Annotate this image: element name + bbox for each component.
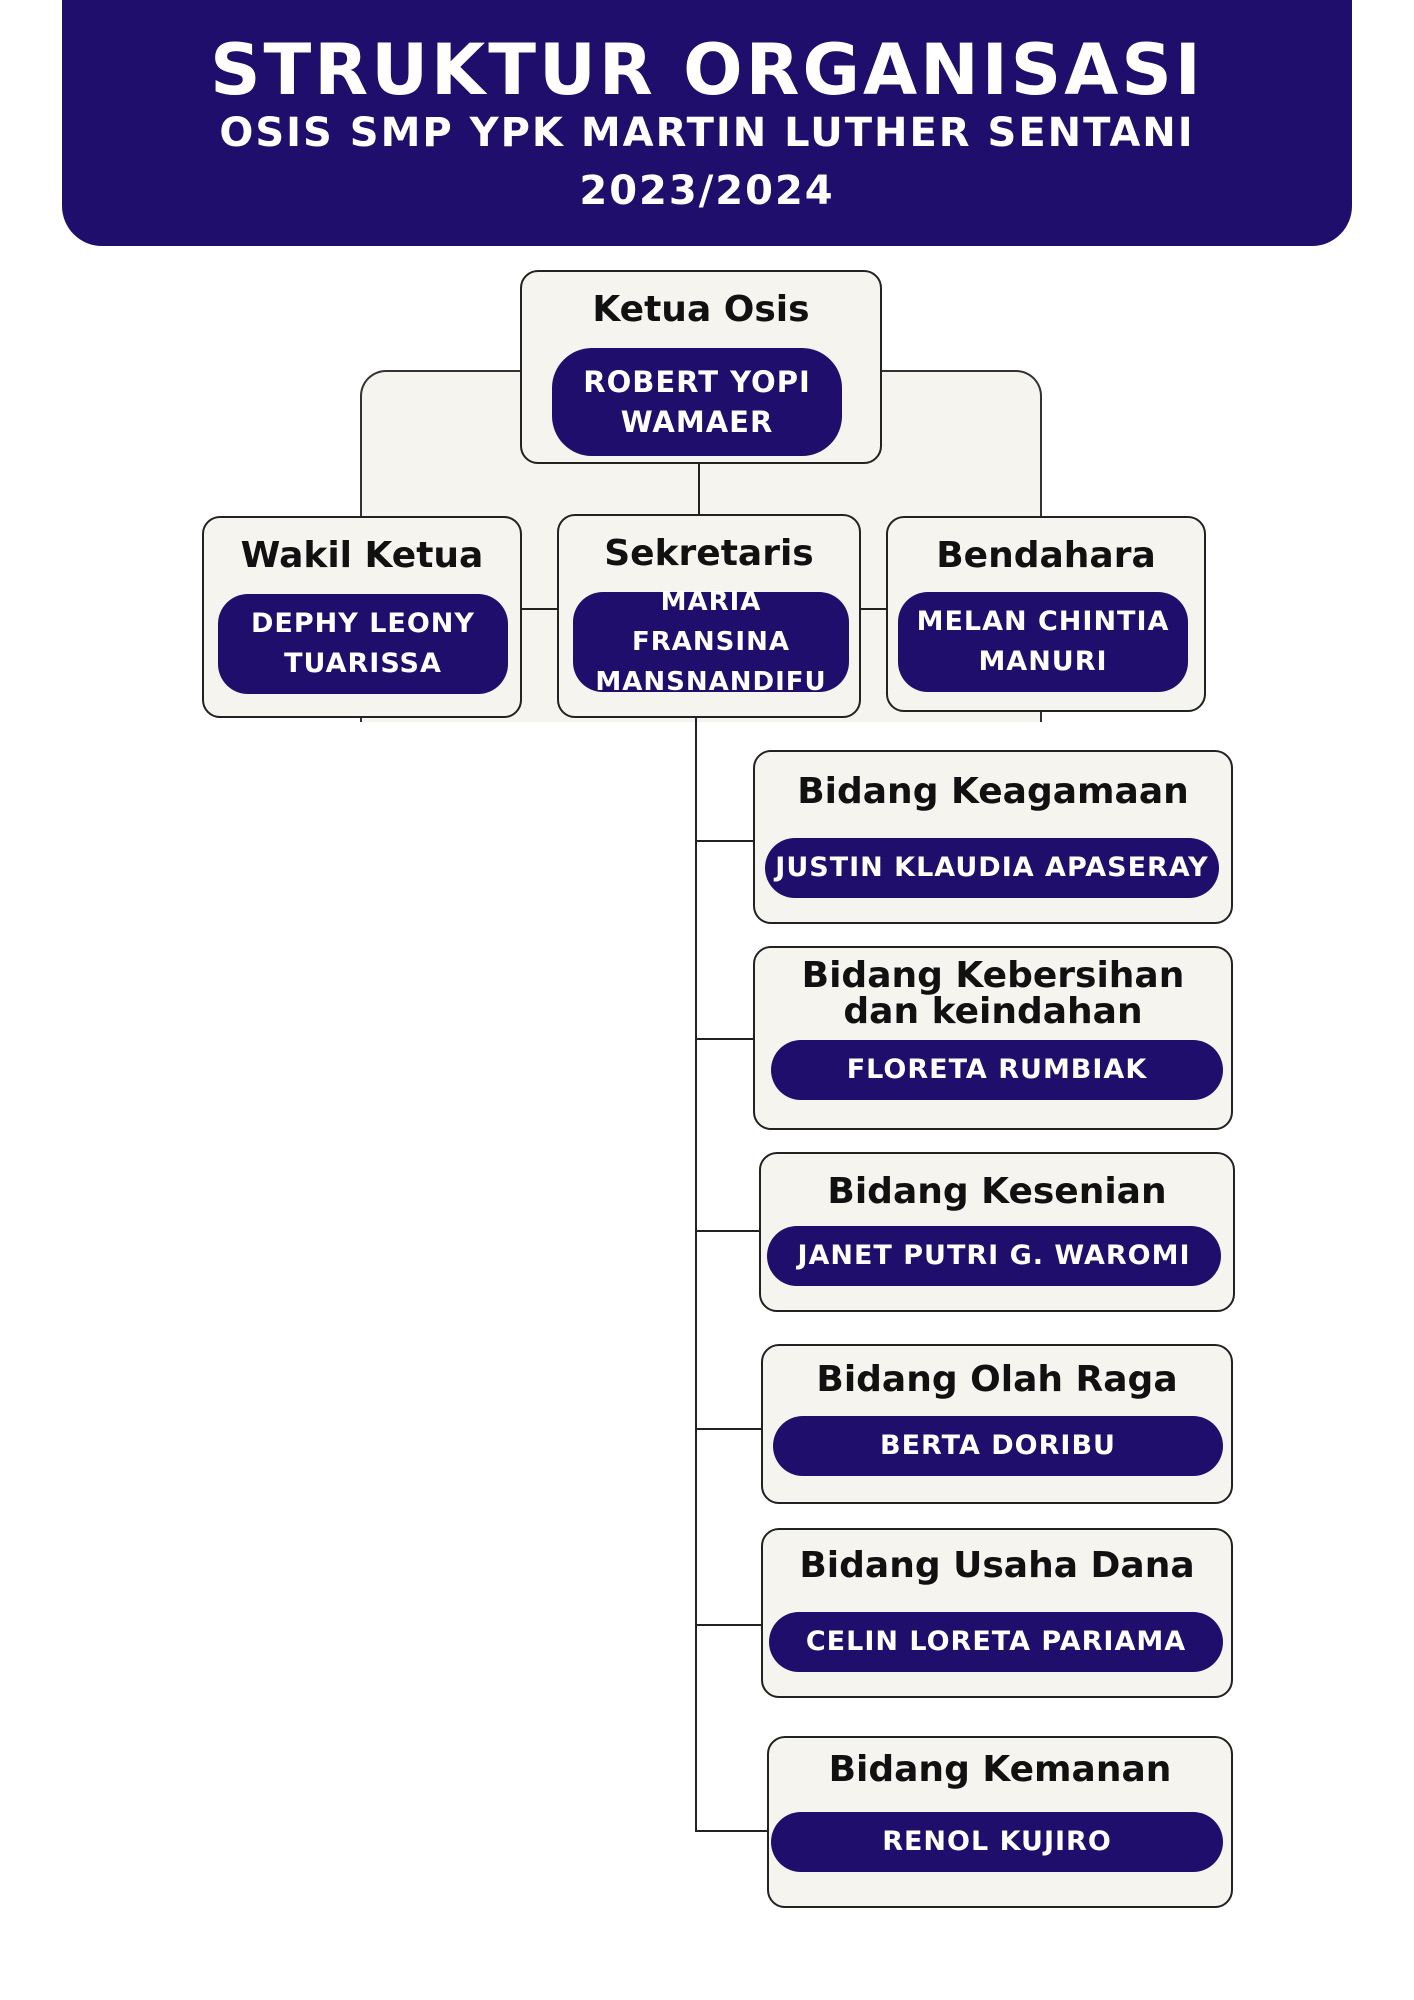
ketua-role: Ketua Osis (592, 289, 810, 330)
bidang-role: Bidang Olah Raga (816, 1359, 1178, 1400)
connector-bidang-5 (697, 1624, 761, 1626)
bidang-name: BERTA DORIBU (773, 1416, 1223, 1476)
header-banner: STRUKTUR ORGANISASI OSIS SMP YPK MARTIN … (62, 0, 1352, 246)
wakil-role: Wakil Ketua (240, 535, 484, 576)
bendahara-name: MELAN CHINTIA MANURI (898, 592, 1188, 692)
sekretaris-card: Sekretaris MARIA FRANSINA MANSNANDIFU (557, 514, 861, 718)
bidang-role: Bidang Usaha Dana (799, 1545, 1195, 1586)
bidang-card: Bidang Kebersihan dan keindahan FLORETA … (753, 946, 1233, 1130)
bidang-card: Bidang Kesenian JANET PUTRI G. WAROMI (759, 1152, 1235, 1312)
bidang-role: Bidang Kemanan (828, 1749, 1172, 1790)
ketua-name: ROBERT YOPI WAMAER (552, 348, 842, 456)
page-title: STRUKTUR ORGANISASI (210, 29, 1204, 111)
connector-bidang-1 (697, 840, 753, 842)
bidang-role: Bidang Kebersihan dan keindahan (801, 955, 1185, 1032)
connector-bidang-4 (697, 1428, 761, 1430)
page-subtitle: OSIS SMP YPK MARTIN LUTHER SENTANI (219, 110, 1195, 156)
bidang-name: JANET PUTRI G. WAROMI (767, 1226, 1221, 1286)
connector-bidang-3 (697, 1230, 759, 1232)
bidang-name: RENOL KUJIRO (771, 1812, 1223, 1872)
bidang-name: CELIN LORETA PARIAMA (769, 1612, 1223, 1672)
bendahara-role: Bendahara (936, 535, 1156, 576)
connector-vertical-trunk (695, 718, 697, 1832)
bidang-card: Bidang Usaha Dana CELIN LORETA PARIAMA (761, 1528, 1233, 1698)
bidang-card: Bidang Keagamaan JUSTIN KLAUDIA APASERAY (753, 750, 1233, 924)
bidang-role: Bidang Keagamaan (797, 771, 1189, 812)
sekretaris-role: Sekretaris (604, 533, 814, 574)
connector-wakil-sekretaris (522, 608, 560, 610)
connector-bidang-2 (697, 1038, 753, 1040)
bidang-card: Bidang Kemanan RENOL KUJIRO (767, 1736, 1233, 1908)
connector-ketua-sekretaris (698, 464, 700, 516)
wakil-name: DEPHY LEONY TUARISSA (218, 594, 508, 694)
bidang-role: Bidang Kesenian (827, 1171, 1167, 1212)
bidang-name: FLORETA RUMBIAK (771, 1040, 1223, 1100)
bidang-card: Bidang Olah Raga BERTA DORIBU (761, 1344, 1233, 1504)
page-year: 2023/2024 (579, 168, 835, 214)
bendahara-card: Bendahara MELAN CHINTIA MANURI (886, 516, 1206, 712)
wakil-card: Wakil Ketua DEPHY LEONY TUARISSA (202, 516, 522, 718)
ketua-card: Ketua Osis ROBERT YOPI WAMAER (520, 270, 882, 464)
connector-sekretaris-bendahara (860, 608, 890, 610)
bidang-name: JUSTIN KLAUDIA APASERAY (765, 838, 1219, 898)
connector-bidang-6 (697, 1830, 767, 1832)
sekretaris-name: MARIA FRANSINA MANSNANDIFU (573, 587, 849, 697)
